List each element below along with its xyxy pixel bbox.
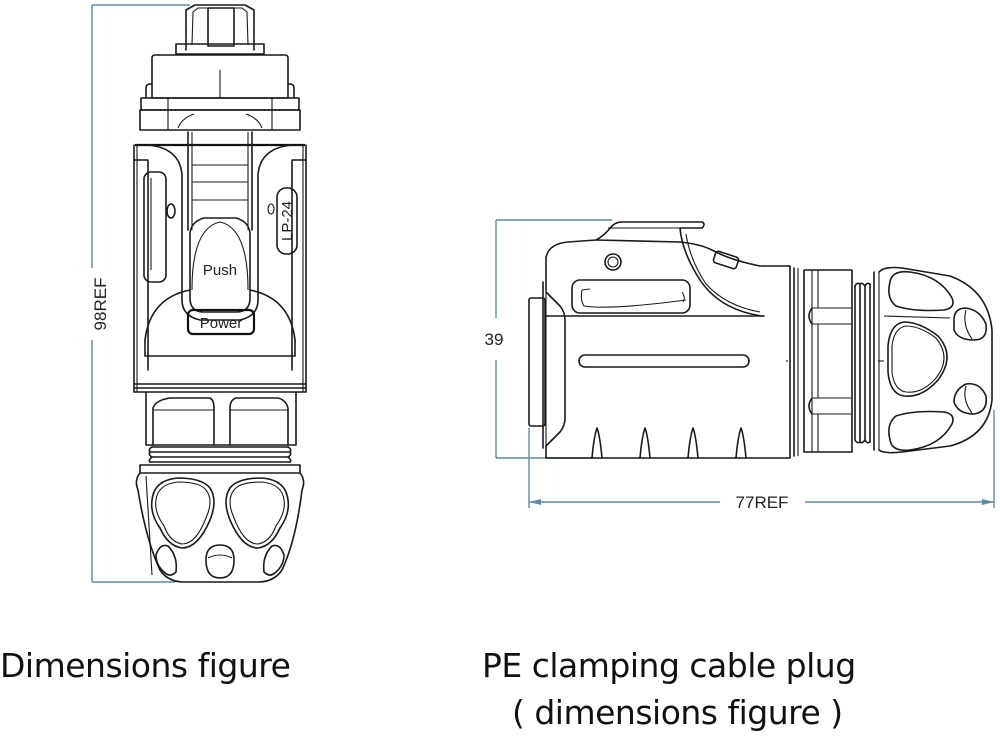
power-badge-label: Power xyxy=(200,315,243,332)
left-figure-caption: Dimensions figure xyxy=(0,646,291,685)
model-label: LP-24 xyxy=(279,201,296,241)
right-figure-caption-line2: ( dimensions figure ) xyxy=(512,693,843,732)
side-hex-nut xyxy=(803,269,853,453)
dimension-39: 39 xyxy=(485,219,612,459)
front-flange xyxy=(528,281,566,449)
dimension-arrow-left xyxy=(529,499,541,505)
main-body: LP-24 Push Power xyxy=(133,131,307,393)
dimension-98ref-label: 98REF xyxy=(91,278,110,331)
dimension-98ref: 98REF xyxy=(91,4,190,583)
thread xyxy=(148,446,292,463)
top-latch xyxy=(175,4,265,55)
push-button-label: Push xyxy=(203,262,237,279)
grip-ribs xyxy=(591,427,747,459)
dimension-77ref-label: 77REF xyxy=(736,493,789,512)
right-figure-caption-line1: PE clamping cable plug xyxy=(482,646,856,685)
side-thread xyxy=(854,282,871,444)
right-connector-side-view: 39 77REF xyxy=(485,219,995,512)
left-connector-front-view: 98REF xyxy=(91,4,307,583)
dimension-arrow-right xyxy=(982,499,994,505)
dimension-77ref: 77REF xyxy=(528,410,995,512)
dimension-39-label: 39 xyxy=(485,330,504,349)
upper-cap xyxy=(139,54,301,131)
hex-nut xyxy=(145,391,297,446)
side-clamp-cap xyxy=(873,266,993,454)
side-body xyxy=(545,221,799,459)
clamp-cap xyxy=(135,464,305,583)
